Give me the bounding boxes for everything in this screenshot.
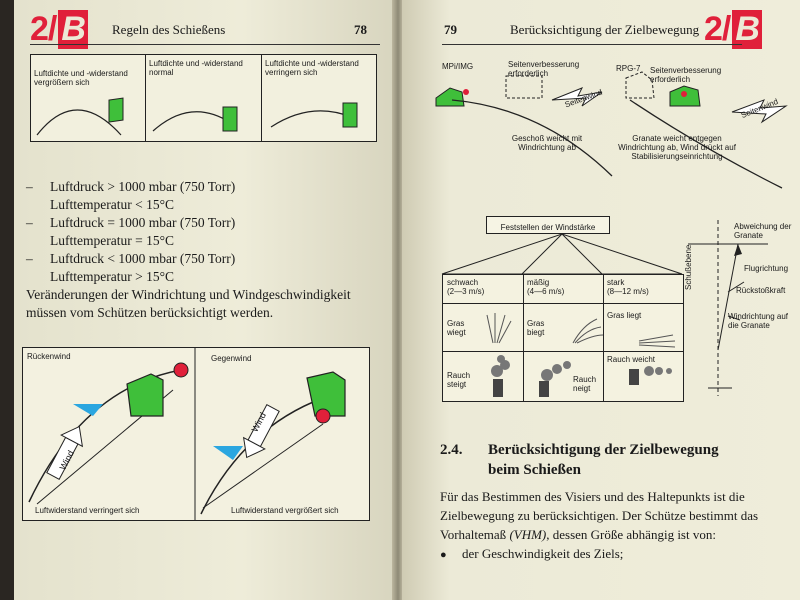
section-title-line2: beim Schießen (488, 462, 581, 478)
conditions-list: –Luftdruck > 1000 mbar (750 Torr) Luftte… (26, 178, 386, 322)
col-1-name: schwach(2—3 m/s) (447, 278, 485, 296)
wind-strength-table: schwach(2—3 m/s) mäßig(4—6 m/s) stark(8—… (442, 274, 684, 402)
tailwind-title: Rückenwind (27, 352, 71, 361)
right-page: 79 Berücksichtigung der Zielbewegung 2/B… (402, 0, 800, 600)
condition-3-line2: Lufttemperatur > 15°C (50, 269, 174, 284)
deviation-title: Abweichung der Granate (734, 222, 792, 240)
section-body: Für das Bestimmen des Visiers und des Ha… (440, 487, 796, 565)
right-header-rule (442, 44, 742, 45)
condition-3: –Luftdruck < 1000 mbar (750 Torr) (26, 251, 236, 266)
col-1-grass: Gras wiegt (447, 319, 466, 337)
condition-2-line2: Lufttemperatur = 15°C (50, 233, 174, 248)
col-2-smoke: Rauch neigt (573, 375, 597, 393)
wind-panel: Rückenwind Gegenwind Luftwiderstand verr… (22, 347, 370, 521)
bullet-item: ●der Geschwindigkeit des Ziels; (440, 544, 796, 565)
chapter-mark-right: 2/B (704, 10, 762, 49)
right-header-title: Berücksichtigung der Zielbewegung (510, 22, 700, 37)
panel-label-1: Luftdichte und -widerstand vergrößern si… (34, 69, 128, 87)
right-page-number: 79 (444, 22, 457, 37)
left-page: 2/B Regeln des Schießens 78 Luftdichte u… (14, 0, 394, 600)
left-header-title: Regeln des Schießens (112, 22, 226, 37)
chapter-mark-letter: B (58, 10, 88, 49)
deviation-diagram (688, 220, 768, 396)
book-gutter (392, 0, 404, 600)
tailwind-caption: Luftwiderstand verringert sich (35, 506, 140, 515)
wind-strength-icons (486, 313, 676, 397)
bullet-icon: ● (440, 549, 447, 561)
wind-on-grenade-label: Windrichtung auf die Granate (728, 312, 789, 330)
header-rule (30, 44, 380, 45)
condition-1: –Luftdruck > 1000 mbar (750 Torr) (26, 179, 236, 194)
correction-right-label: Seitenverbesserung erforderlich (650, 66, 722, 84)
deviation-axis-label: Schußebene (684, 244, 693, 290)
wind-strength-title: Feststellen der Windstärke (486, 216, 610, 234)
col-3-smoke: Rauch weicht (607, 355, 656, 364)
flight-direction-label: Flugrichtung (744, 264, 789, 273)
weapon-left-label: MPi/IMG (442, 62, 474, 71)
body-line-3: Vorhaltemaß (VHM), dessen Größe abhängig… (440, 527, 716, 542)
col-2-grass: Gras biegt (527, 319, 545, 337)
grenade-caption: Granate weicht entgegen Windrichtung ab,… (618, 134, 736, 161)
headwind-caption: Luftwiderstand vergrößert sich (231, 506, 339, 515)
headwind-title: Gegenwind (211, 354, 252, 363)
panel-label-2: Luftdichte und -widerstand normal (149, 59, 243, 77)
paragraph-line-1: Veränderungen der Windrichtung und Windg… (26, 287, 351, 302)
chapter-mark-left: 2/B (30, 10, 88, 49)
recoil-label: Rückstoßkraft (736, 286, 786, 295)
wind-diagram (28, 348, 346, 520)
body-line-1: Für das Bestimmen des Visiers und des Ha… (440, 489, 745, 504)
correction-left-label: Seitenverbesserung erforderlich (508, 60, 580, 78)
section-number: 2.4. (440, 442, 463, 458)
trajectory-drawings (36, 97, 358, 136)
col-3-grass: Gras liegt (607, 311, 642, 320)
weapon-right-label: RPG-7 (616, 64, 641, 73)
bullet-caption: Geschoß weicht mit Windrichtung ab (511, 134, 583, 152)
col-1-smoke: Rauch steigt (447, 371, 471, 389)
col-3-name: stark(8—12 m/s) (607, 278, 649, 296)
condition-1-line2: Lufttemperatur < 15°C (50, 197, 174, 212)
left-page-number: 78 (354, 22, 367, 37)
paragraph-line-2: müssen vom Schützen berücksichtigt werde… (26, 305, 274, 320)
air-density-panels: Luftdichte und -widerstand vergrößern si… (30, 54, 377, 142)
col-2-name: mäßig(4—6 m/s) (527, 278, 565, 296)
panel-label-3: Luftdichte und -widerstand verringern si… (265, 59, 359, 77)
condition-2: –Luftdruck = 1000 mbar (750 Torr) (26, 215, 236, 230)
chapter-mark-number: 2/ (30, 10, 57, 48)
target-movement-diagram (435, 71, 788, 189)
body-line-2: Zielbewegung zu berücksichtigen. Der Sch… (440, 508, 759, 523)
section-title-line1: Berücksichtigung der Zielbewegung (488, 442, 719, 458)
